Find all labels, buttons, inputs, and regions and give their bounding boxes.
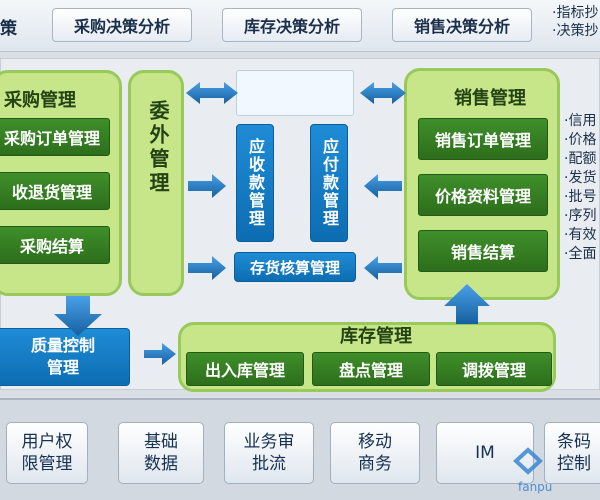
arrow-to-costing-left xyxy=(188,256,226,280)
side-item: ·配额 xyxy=(564,151,597,167)
arrow-down-to-quality xyxy=(54,296,102,336)
double-arrow-left xyxy=(186,82,238,104)
purchase-order-button[interactable]: 采购订单管理 xyxy=(0,118,110,156)
price-data-button[interactable]: 价格资料管理 xyxy=(418,174,548,216)
side-item: ·发货 xyxy=(564,170,597,186)
receivable-box[interactable]: 应收款管理 xyxy=(236,124,274,242)
logo-watermark-icon xyxy=(512,446,552,476)
payable-box[interactable]: 应付款管理 xyxy=(310,124,348,242)
user-permission-button[interactable]: 用户权 限管理 xyxy=(6,422,88,484)
arrow-to-receivable xyxy=(188,174,226,198)
top-left-label: 策 xyxy=(0,19,17,39)
basic-data-button[interactable]: 基础 数据 xyxy=(118,422,204,484)
im-button[interactable]: IM xyxy=(436,422,534,484)
arrow-to-payable xyxy=(364,174,402,198)
sales-settlement-button[interactable]: 销售结算 xyxy=(418,230,548,272)
sales-decision-button[interactable]: 销售决策分析 xyxy=(392,8,532,42)
top-notes: ·指标抄 ·决策抄 xyxy=(552,4,600,40)
side-item: ·序列 xyxy=(564,208,597,224)
side-item: ·全面 xyxy=(564,246,597,262)
sales-order-button[interactable]: 销售订单管理 xyxy=(418,118,548,160)
side-item: ·信用 xyxy=(564,113,597,129)
top-note-1: ·指标抄 xyxy=(552,5,599,21)
transfer-button[interactable]: 调拨管理 xyxy=(436,352,552,386)
inventory-decision-button[interactable]: 库存决策分析 xyxy=(222,8,362,42)
arrow-to-costing-right xyxy=(364,256,402,280)
barcode-control-button[interactable]: 条码 控制 xyxy=(544,422,600,484)
stocktaking-button[interactable]: 盘点管理 xyxy=(312,352,430,386)
top-note-2: ·决策抄 xyxy=(552,23,599,39)
approval-flow-button[interactable]: 业务审 批流 xyxy=(224,422,314,484)
side-item: ·有效 xyxy=(564,227,597,243)
side-feature-list: ·信用 ·价格 ·配额 ·发货 ·批号 ·序列 ·有效 ·全面 xyxy=(564,112,600,264)
watermark-text: fanpu xyxy=(518,480,553,494)
mobile-commerce-button[interactable]: 移动 商务 xyxy=(330,422,420,484)
quality-control-box[interactable]: 质量控制 管理 xyxy=(0,328,130,386)
sales-title: 销售管理 xyxy=(454,88,526,109)
double-arrow-right xyxy=(360,82,406,104)
purchase-decision-button[interactable]: 采购决策分析 xyxy=(52,8,192,42)
purchase-title: 采购管理 xyxy=(4,90,76,111)
arrow-up-to-sales xyxy=(444,284,490,324)
center-blank-box xyxy=(236,70,354,116)
outsourcing-label: 委外管理 xyxy=(146,100,170,196)
inventory-costing-box[interactable]: 存货核算管理 xyxy=(234,252,356,282)
side-item: ·批号 xyxy=(564,189,597,205)
arrow-quality-to-stock xyxy=(144,343,176,365)
receive-return-button[interactable]: 收退货管理 xyxy=(0,172,110,210)
side-item: ·价格 xyxy=(564,132,597,148)
in-out-stock-button[interactable]: 出入库管理 xyxy=(186,352,304,386)
stock-title: 库存管理 xyxy=(340,326,412,347)
outsourcing-panel[interactable] xyxy=(128,70,184,296)
purchase-settlement-button[interactable]: 采购结算 xyxy=(0,226,110,264)
